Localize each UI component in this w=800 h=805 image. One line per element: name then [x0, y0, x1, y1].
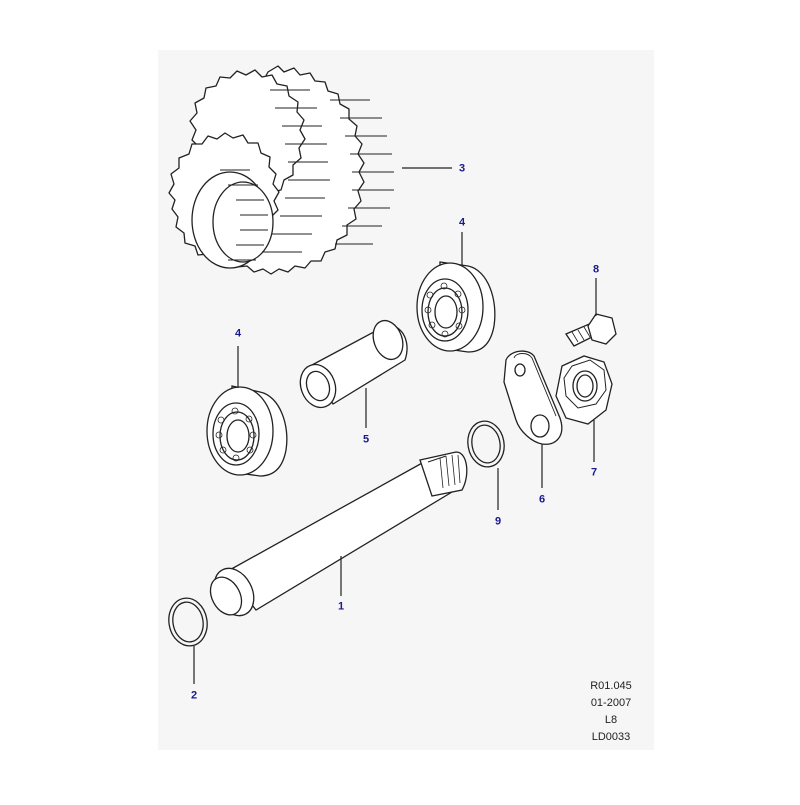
callout-3: 3 [458, 162, 466, 175]
callout-9: 9 [494, 515, 502, 528]
bearing-upper-part [416, 261, 496, 353]
callout-1: 1 [337, 600, 345, 613]
hex-nut-part [555, 355, 613, 425]
reference-doc-id: LD0033 [591, 731, 631, 743]
callout-7: 7 [590, 466, 598, 479]
bearing-lower-part [206, 385, 288, 477]
callout-4-upper: 4 [458, 216, 466, 229]
callout-5: 5 [362, 433, 370, 446]
bolt-part [565, 313, 617, 347]
callout-6: 6 [538, 493, 546, 506]
callout-2: 2 [190, 689, 198, 702]
reference-code: R01.045 [590, 680, 632, 692]
shaft-part [209, 451, 468, 617]
o-ring-part [168, 597, 208, 647]
spacer-tube-part [299, 319, 408, 409]
reference-sheet: L8 [604, 714, 618, 726]
callout-4-lower: 4 [234, 327, 242, 340]
circlip-part [467, 420, 505, 468]
cluster-gear-part [168, 65, 394, 275]
lock-plate-part [503, 350, 563, 445]
reference-date: 01-2007 [590, 697, 632, 709]
callout-8: 8 [592, 263, 600, 276]
